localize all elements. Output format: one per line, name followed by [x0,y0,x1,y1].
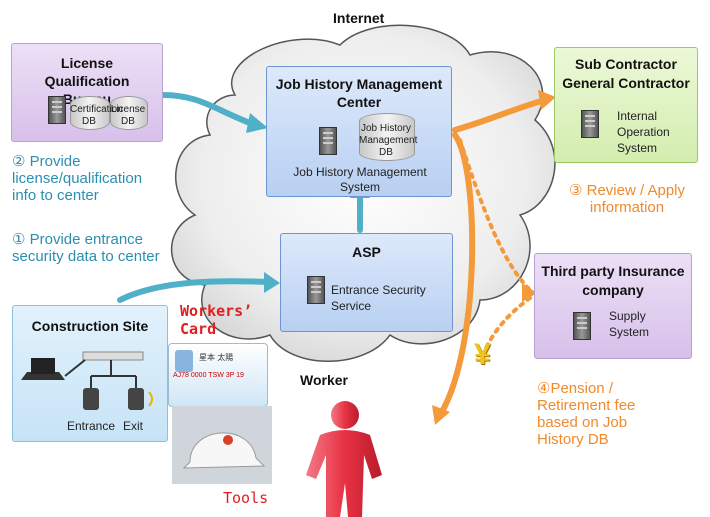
worker-avatar [175,350,193,372]
database-icon [359,113,415,161]
entrance-label: Entrance [67,419,116,433]
server-icon [581,110,599,138]
yen-icon: ¥ [474,338,491,371]
step-4-label: ④Pension / Retirement fee based on Job H… [537,380,636,448]
step-3-label: ③ Review / Apply information [569,182,685,216]
center-db-label: Job History Management DB [359,123,418,158]
exit-label: Exit [123,419,144,433]
worker-figure-icon [306,401,382,517]
construction-site-title: Construction Site [31,318,149,334]
step-2-label: ② Provide license/qualification info to … [12,153,143,204]
insurance-system-label: Supply System [609,309,650,339]
internet-label: Internet [333,10,385,26]
asp-box: ASP Entrance Security Service [280,233,453,332]
center-box: Job History Management Center Job Histor… [266,66,452,197]
center-title: Job History Management Center [275,76,443,110]
server-icon [573,312,591,340]
license-bureau-box: License Qualification Bureau Certificati… [11,43,163,142]
network-devices-icon [21,351,153,410]
helmet-icon [172,406,272,484]
subcontractor-box: Sub Contractor General Contractor Intern… [554,47,698,163]
construction-site-box: Construction Site Entrance Exit [12,305,168,442]
workers-card: 星本 太陽 AJ78 0000 TSW 3P 19 [168,343,268,407]
insurance-title: Third party Insurance company [541,263,685,298]
workers-card-label: Workers’ Card [180,302,253,338]
certification-db-label: Certification DB [70,104,123,127]
server-icon [48,96,66,124]
server-icon [319,127,337,155]
asp-title: ASP [352,244,381,260]
database-icon [70,96,110,130]
center-system-label: Job History Management System [293,165,427,194]
subcontractor-title: Sub Contractor General Contractor [562,56,690,91]
asp-service-label: Entrance Security Service [331,283,426,313]
worker-label: Worker [300,372,348,388]
tools-label: Tools [223,489,269,507]
subcontractor-system-label: Internal Operation System [617,109,670,155]
server-icon [307,276,325,304]
database-icon [110,96,148,130]
card-name: 星本 太陽 [199,353,234,362]
license-db-label: License DB [110,104,146,127]
card-code: AJ78 0000 TSW 3P 19 [173,372,244,379]
insurance-box: Third party Insurance company Supply Sys… [534,253,692,359]
step-1-label: ① Provide entrance security data to cent… [12,231,160,265]
